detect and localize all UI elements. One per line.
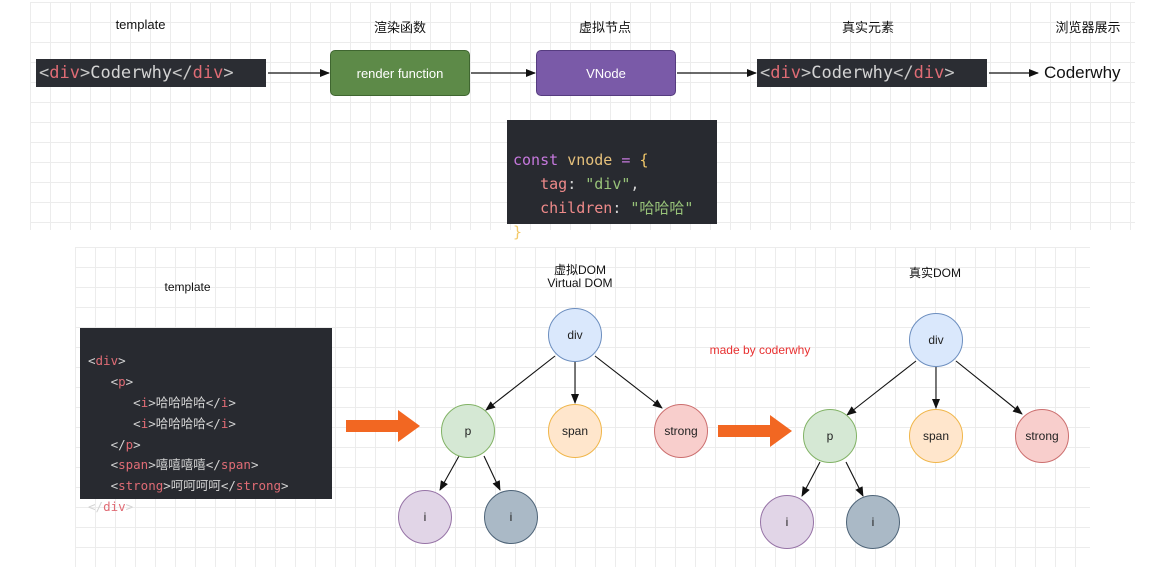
rdom-edge-div-strong <box>955 360 1023 415</box>
vdom-node-div: div <box>548 308 602 362</box>
bottom-template-label: template <box>164 280 211 294</box>
vdom-edge-p-i2 <box>483 455 501 491</box>
vdom-node-span: span <box>548 404 602 458</box>
virtual-dom-label-en: Virtual DOM <box>547 276 613 290</box>
rdom-node-i2: i <box>846 495 900 549</box>
vdom-edge-div-p <box>485 355 556 411</box>
rdom-node-strong: strong <box>1015 409 1069 463</box>
orange-arrow-1 <box>346 410 420 442</box>
real-element-code: <div>Coderwhy</div> <box>757 59 987 87</box>
vnode-box: VNode <box>536 50 676 96</box>
orange-arrow-2 <box>718 415 792 447</box>
vdom-edge-div-strong <box>594 355 663 409</box>
top-template-label: template <box>115 17 166 32</box>
watermark-text: made by coderwhy <box>709 343 811 357</box>
vdom-node-i1: i <box>398 490 452 544</box>
vnode-code-block: const vnode = { tag: "div", children: "哈… <box>507 120 717 241</box>
virtual-dom-label-cn: 虚拟DOM <box>554 263 606 277</box>
browser-display-label: 浏览器展示 <box>1055 20 1121 35</box>
vdom-node-p: p <box>441 404 495 458</box>
rdom-edge-p-i1 <box>801 461 821 497</box>
vnode-label: 虚拟节点 <box>578 20 631 35</box>
vdom-node-i2: i <box>484 490 538 544</box>
real-element-label: 真实元素 <box>841 20 894 35</box>
top-grid <box>30 2 1135 230</box>
render-function-box: render function <box>330 50 470 96</box>
vdom-edge-p-i1 <box>439 455 460 491</box>
render-function-label: 渲染函数 <box>373 20 426 35</box>
bottom-template-code: <div> <p> <i>哈哈哈哈</i> <i>哈哈哈哈</i> </p> <… <box>80 328 332 514</box>
rdom-edge-div-p <box>846 360 917 416</box>
vdom-node-strong: strong <box>654 404 708 458</box>
rdom-node-div: div <box>909 313 963 367</box>
rdom-edge-p-i2 <box>845 461 864 497</box>
browser-output-text: Coderwhy <box>1044 63 1121 82</box>
real-dom-label: 真实DOM <box>909 266 961 280</box>
rdom-node-span: span <box>909 409 963 463</box>
rdom-node-i1: i <box>760 495 814 549</box>
rdom-node-p: p <box>803 409 857 463</box>
top-template-code: <div>Coderwhy</div> <box>36 59 266 87</box>
